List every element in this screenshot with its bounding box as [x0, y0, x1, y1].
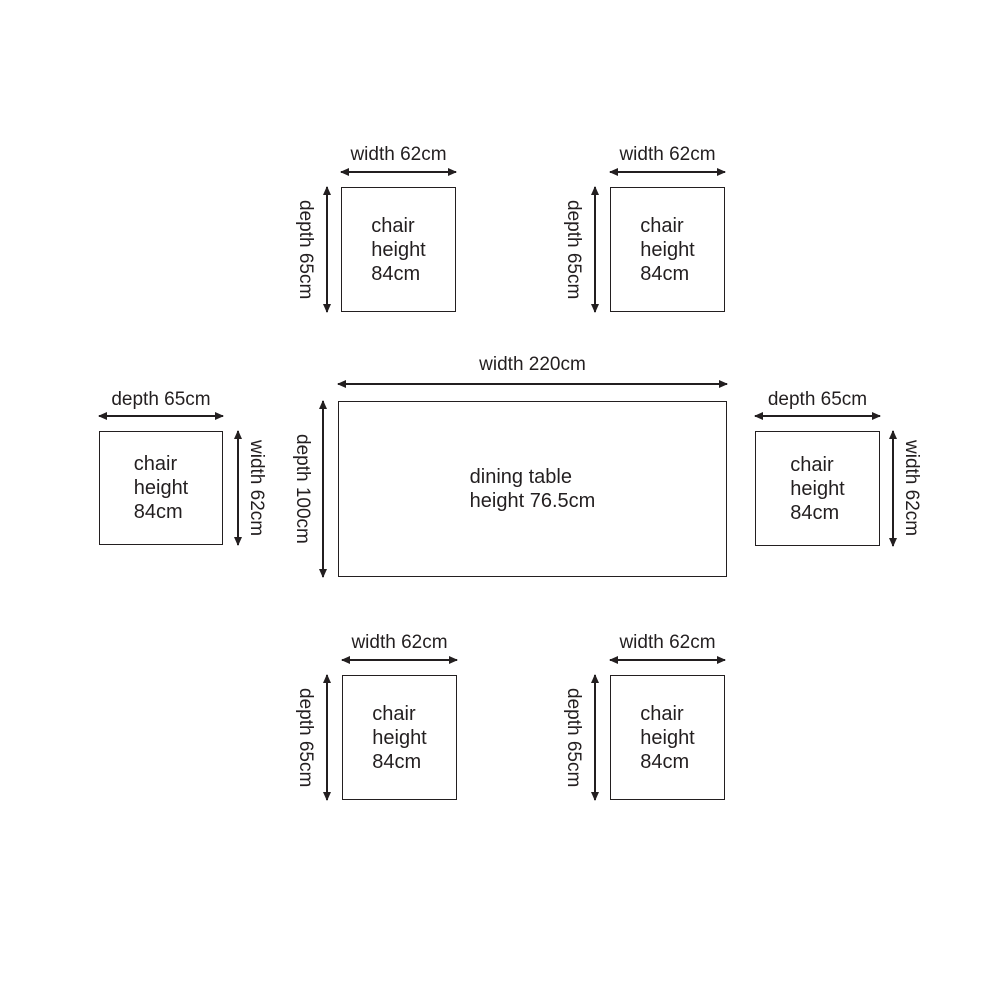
chair-left-width-arrow — [234, 430, 242, 546]
chair-bottom-left-box: chair height 84cm — [342, 675, 457, 800]
chair-label-line2: height — [640, 238, 695, 261]
chair-bottom-right-box: chair height 84cm — [610, 675, 725, 800]
chair-top-right-label: chair height 84cm — [640, 214, 695, 286]
dining-table-label-line2: height 76.5cm — [469, 490, 596, 512]
chair-label-line3: 84cm — [133, 501, 183, 523]
chair-right-width-arrow — [889, 430, 897, 547]
chair-right-box: chair height 84cm — [755, 431, 880, 546]
chair-bottom-right-depth-label: depth 65cm — [563, 687, 584, 788]
chair-right-depth-label: depth 65cm — [767, 389, 868, 410]
chair-bottom-left-depth-label: depth 65cm — [295, 687, 316, 788]
chair-label-line3: 84cm — [640, 262, 690, 285]
table-width-label: width 220cm — [479, 354, 586, 375]
chair-bottom-left-width-arrow — [341, 656, 458, 664]
chair-bottom-left-width-label: width 62cm — [351, 632, 448, 653]
chair-top-left-width-label: width 62cm — [350, 144, 447, 165]
chair-label-line1: chair — [371, 214, 415, 237]
chair-top-right-depth-arrow — [591, 186, 599, 313]
chair-bottom-left-depth-arrow — [323, 674, 331, 801]
chair-label-line2: height — [371, 238, 426, 261]
chair-bottom-right-width-label: width 62cm — [619, 632, 716, 653]
chair-bottom-right-label: chair height 84cm — [640, 702, 695, 774]
chair-left-box: chair height 84cm — [99, 431, 223, 545]
chair-top-right-width-arrow — [609, 168, 726, 176]
chair-top-right-depth-label: depth 65cm — [563, 199, 584, 300]
chair-label-line3: 84cm — [640, 750, 690, 773]
chair-label-line2: height — [133, 477, 189, 499]
chair-right-label: chair height 84cm — [790, 453, 845, 525]
chair-label-line1: chair — [790, 453, 834, 476]
chair-right-width-label: width 62cm — [901, 440, 922, 537]
chair-left-depth-label: depth 65cm — [111, 389, 211, 410]
chair-top-right-width-label: width 62cm — [619, 144, 716, 165]
chair-label-line2: height — [372, 726, 427, 749]
chair-label-line1: chair — [372, 702, 416, 725]
chair-top-right-box: chair height 84cm — [610, 187, 725, 312]
chair-label-line2: height — [640, 726, 695, 749]
chair-left-width-label: width 62cm — [246, 439, 267, 537]
chair-bottom-right-width-arrow — [609, 656, 726, 664]
chair-left-depth-arrow — [98, 412, 224, 420]
chair-bottom-left-label: chair height 84cm — [372, 702, 427, 774]
chair-right-depth-arrow — [754, 412, 881, 420]
chair-top-left-depth-label: depth 65cm — [295, 199, 316, 300]
chair-top-left-depth-arrow — [323, 186, 331, 313]
chair-label-line3: 84cm — [790, 501, 840, 524]
table-depth-label: depth 100cm — [292, 434, 313, 544]
dining-table-label-line1: dining table — [469, 466, 572, 488]
chair-left-label: chair height 84cm — [134, 452, 189, 524]
dining-table-box: dining table height 76.5cm — [338, 401, 727, 577]
chair-label-line3: 84cm — [371, 262, 421, 285]
chair-top-left-width-arrow — [340, 168, 457, 176]
dining-table-label: dining table height 76.5cm — [470, 465, 596, 513]
chair-label-line3: 84cm — [372, 750, 422, 773]
chair-top-left-box: chair height 84cm — [341, 187, 456, 312]
chair-bottom-right-depth-arrow — [591, 674, 599, 801]
chair-top-left-label: chair height 84cm — [371, 214, 426, 286]
table-depth-arrow — [319, 400, 327, 578]
chair-label-line2: height — [790, 477, 845, 500]
table-width-arrow — [337, 380, 728, 388]
chair-label-line1: chair — [640, 214, 684, 237]
chair-label-line1: chair — [133, 453, 178, 475]
chair-label-line1: chair — [640, 702, 684, 725]
